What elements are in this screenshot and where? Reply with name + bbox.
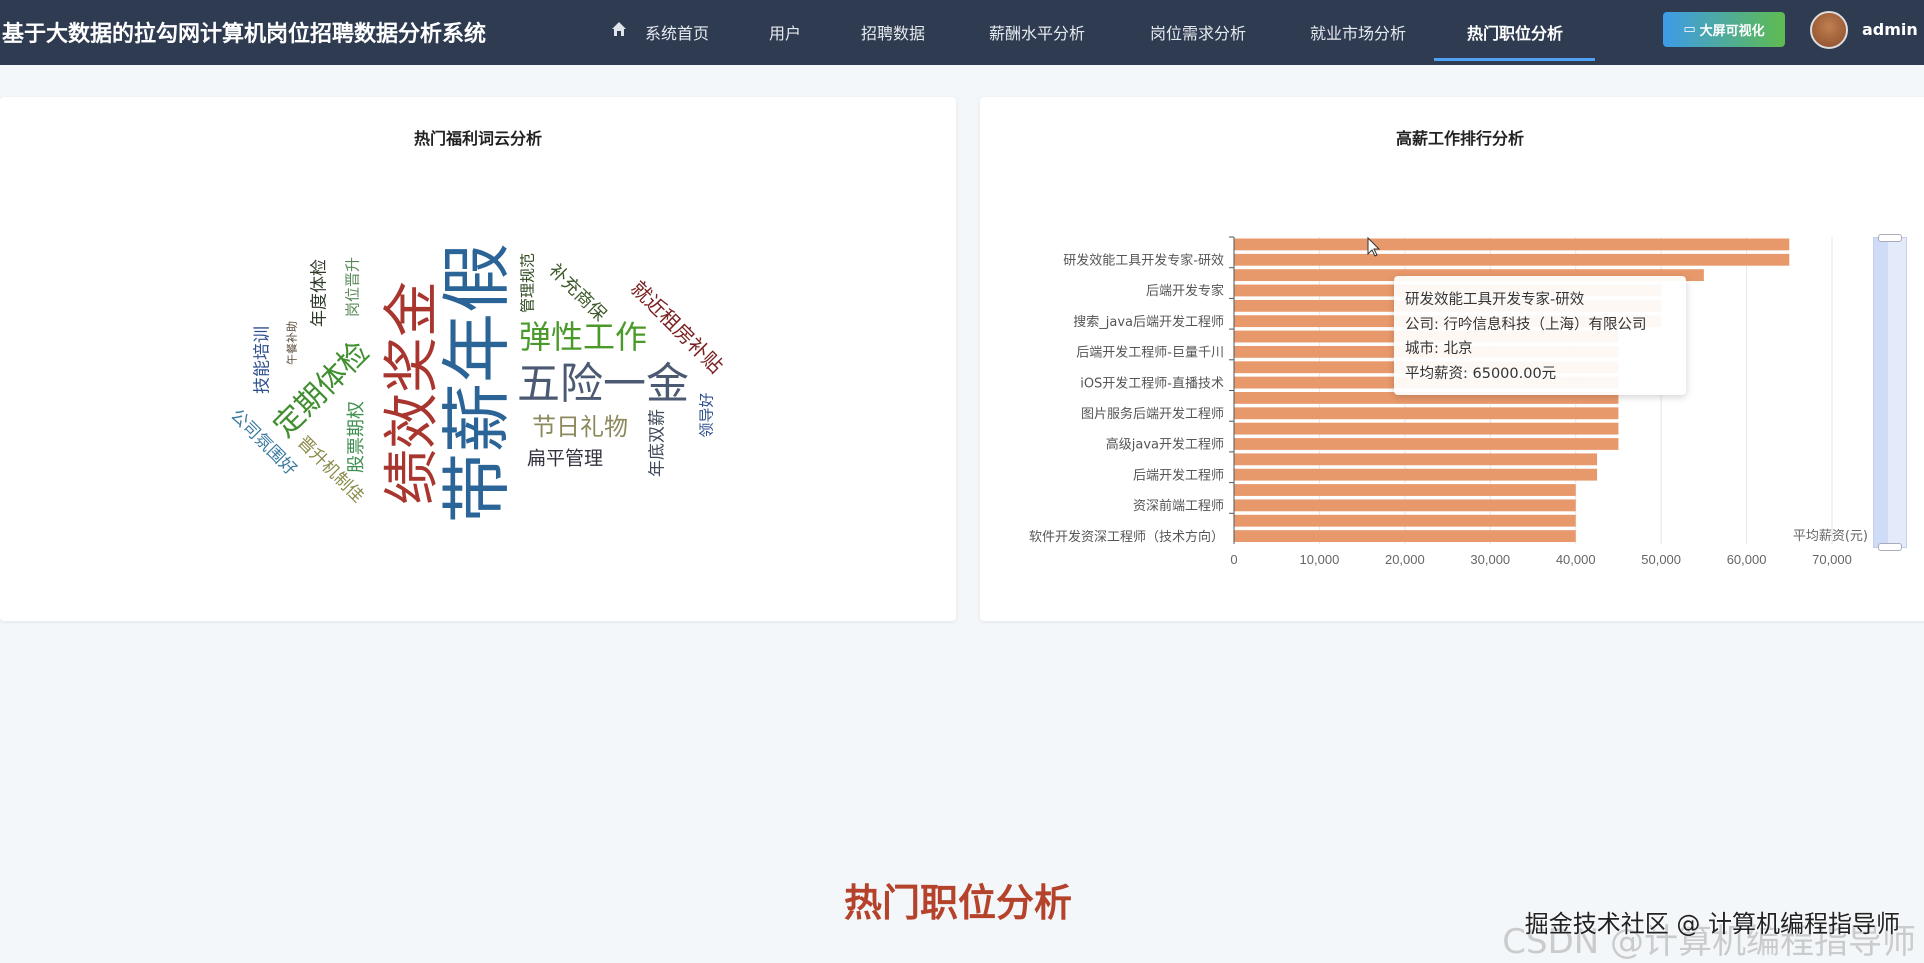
y-tick-label: iOS开发工程师-直播技术: [1080, 375, 1224, 391]
wordcloud-word[interactable]: 年度体检: [309, 259, 330, 327]
x-tick-label: 40,000: [1556, 552, 1596, 567]
nav-demand-analysis[interactable]: 岗位需求分析: [1149, 24, 1247, 43]
y-tick-label: 高级java开发工程师: [1106, 437, 1224, 453]
bar[interactable]: [1234, 269, 1704, 282]
x-tick-label: 20,000: [1385, 552, 1425, 567]
bar[interactable]: [1234, 453, 1598, 466]
y-tick-label: 研发效能工具开发专家-研效: [1063, 253, 1224, 269]
wordcloud-word[interactable]: 领导好: [697, 392, 716, 438]
datazoom-bottom-handle[interactable]: [1878, 543, 1902, 551]
tooltip-title: 研发效能工具开发专家-研效: [1405, 292, 1585, 308]
mouse-cursor-icon: [1367, 236, 1381, 257]
nav-home[interactable]: 系统首页: [644, 24, 710, 43]
wordcloud-word[interactable]: 扁平管理: [526, 447, 604, 470]
x-tick-label: 30,000: [1470, 552, 1510, 567]
top-navbar: 基于大数据的拉勾网计算机岗位招聘数据分析系统 系统首页 用户 招聘数据 薪酬水平…: [0, 0, 1924, 65]
datazoom-slider[interactable]: [1873, 234, 1907, 551]
bar[interactable]: [1234, 253, 1790, 266]
wordcloud-word[interactable]: 绩效奖金: [380, 281, 445, 505]
user-menu[interactable]: admin: [1862, 20, 1918, 39]
bar[interactable]: [1234, 530, 1576, 542]
bigscreen-button[interactable]: ▭ 大屏可视化: [1663, 12, 1785, 47]
y-tick-label: 后端开发工程师: [1133, 467, 1224, 483]
wordcloud-word[interactable]: 岗位晋升: [343, 256, 362, 318]
bar[interactable]: [1234, 238, 1790, 251]
wordcloud-word[interactable]: 股票期权: [346, 401, 367, 473]
y-tick-label: 后端开发专家: [1146, 283, 1224, 299]
x-axis-label: 平均薪资(元): [1793, 529, 1868, 544]
tooltip-company: 公司: 行吟信息科技（上海）有限公司: [1405, 316, 1647, 333]
x-tick-label: 60,000: [1727, 552, 1767, 567]
y-tick-label: 后端开发工程师-巨量千川: [1076, 345, 1224, 361]
y-tick-label: 软件开发资深工程师（技术方向）: [1029, 529, 1224, 545]
app-title: 基于大数据的拉勾网计算机岗位招聘数据分析系统: [2, 22, 487, 47]
bar[interactable]: [1234, 407, 1619, 420]
tooltip-city: 城市: 北京: [1405, 341, 1473, 357]
wordcloud-word[interactable]: 年底双薪: [647, 409, 668, 477]
avatar[interactable]: [1810, 11, 1848, 49]
bar[interactable]: [1234, 499, 1576, 512]
wordcloud-word[interactable]: 午餐补助: [285, 321, 299, 365]
wordcloud-card: 热门福利词云分析: [0, 97, 956, 621]
watermark-csdn: CSDN @计算机编程指导师: [1502, 922, 1916, 962]
wordcloud-word[interactable]: 带薪年假: [436, 243, 518, 523]
y-tick-label: 图片服务后端开发工程师: [1081, 406, 1224, 422]
nav-market-analysis[interactable]: 就业市场分析: [1309, 24, 1407, 43]
x-tick-label: 70,000: [1812, 552, 1852, 567]
bar[interactable]: [1234, 392, 1619, 404]
datazoom-top-handle[interactable]: [1878, 234, 1902, 242]
datazoom-fill: [1874, 238, 1888, 547]
bar[interactable]: [1234, 438, 1619, 450]
wordcloud-word[interactable]: 五险一金: [517, 359, 689, 410]
wordcloud-word[interactable]: 弹性工作: [518, 318, 648, 356]
bar[interactable]: [1234, 468, 1598, 481]
bigscreen-label: 大屏可视化: [1699, 24, 1765, 39]
wordcloud-word[interactable]: 技能培训: [252, 326, 273, 394]
page-heading: 热门职位分析: [843, 881, 1073, 925]
chart-title: 高薪工作排行分析: [1395, 129, 1524, 148]
x-tick-label: 10,000: [1300, 552, 1340, 567]
wordcloud-title: 热门福利词云分析: [413, 129, 542, 148]
y-tick-label: 资深前端工程师: [1133, 498, 1224, 514]
home-icon[interactable]: [611, 21, 627, 37]
nav-users[interactable]: 用户: [768, 24, 802, 43]
x-tick-label: 50,000: [1641, 552, 1681, 567]
bar[interactable]: [1234, 514, 1576, 527]
wordcloud-word[interactable]: 节日礼物: [532, 413, 628, 441]
wordcloud-word[interactable]: 管理规范: [518, 252, 537, 314]
nav-recruitment-data[interactable]: 招聘数据: [860, 24, 926, 43]
bar[interactable]: [1234, 422, 1619, 435]
x-tick-label: 0: [1230, 552, 1237, 567]
tooltip-salary: 平均薪资: 65000.00元: [1405, 365, 1557, 382]
bar[interactable]: [1234, 484, 1576, 496]
screen-icon: ▭: [1683, 22, 1696, 37]
nav-salary-analysis[interactable]: 薪酬水平分析: [988, 24, 1086, 43]
chart-tooltip: 研发效能工具开发专家-研效 公司: 行吟信息科技（上海）有限公司 城市: 北京 …: [1394, 276, 1686, 395]
nav-hot-jobs[interactable]: 热门职位分析: [1466, 24, 1564, 43]
y-tick-label: 搜索_java后端开发工程师: [1073, 314, 1224, 330]
watermark: 掘金技术社区 @ 计算机编程指导师: [1524, 910, 1900, 938]
active-tab-indicator: [1434, 58, 1595, 61]
